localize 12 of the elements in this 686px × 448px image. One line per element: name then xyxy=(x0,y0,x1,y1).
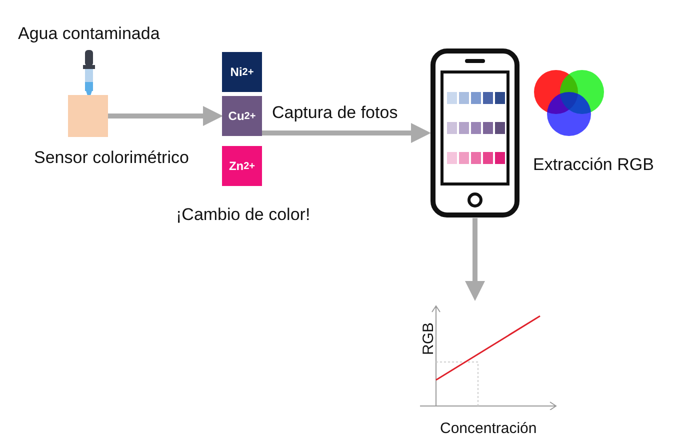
edge-label: Captura de fotos xyxy=(272,103,398,123)
caption: ¡Cambio de color! xyxy=(176,205,310,225)
sensor-pad xyxy=(68,95,108,137)
arrow xyxy=(108,106,223,126)
smartphone-drawing xyxy=(430,48,520,218)
label: Extracción RGB xyxy=(533,155,654,175)
arrow xyxy=(262,123,431,143)
axis-title: RGB xyxy=(420,322,437,355)
axis-title: Concentración xyxy=(440,420,537,437)
heading: Agua contaminada xyxy=(18,24,160,44)
label: Sensor colorimétrico xyxy=(34,148,189,168)
arrow xyxy=(465,218,485,301)
